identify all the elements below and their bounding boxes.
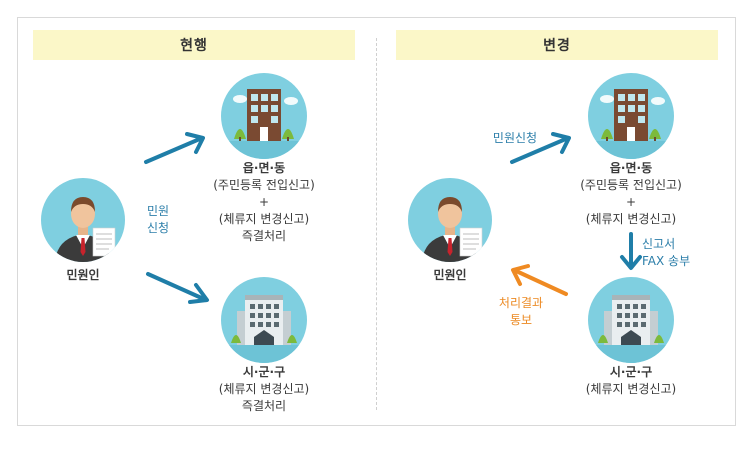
arrow-result-to-citizen (512, 268, 568, 296)
left-citizen-label: 민원인 (66, 268, 100, 282)
arrow-to-si-gun-gu (146, 272, 208, 302)
si-gun-gu-building-icon (221, 277, 307, 363)
left-bottom-office-name: 시·군·구 (242, 365, 286, 379)
panel-divider (376, 38, 377, 410)
left-top-office-name: 읍·면·동 (242, 161, 286, 175)
result-notice-label: 처리결과 통보 (498, 296, 544, 327)
citizen-person-icon (41, 178, 125, 262)
left-bottom-office-text: 시·군·구 (체류지 변경신고) 즉결처리 (218, 365, 310, 413)
si-gun-gu-building-icon-right (588, 277, 674, 363)
arrow-head-si-gun-gu (188, 283, 209, 304)
right-bottom-office-name: 시·군·구 (609, 365, 653, 379)
right-top-office-name: 읍·면·동 (609, 161, 653, 175)
arrow-head-eup-myeon-dong (185, 132, 205, 154)
right-bottom-office-text: 시·군·구 (체류지 변경신고) (585, 365, 677, 396)
eup-myeon-dong-building-icon (221, 73, 307, 159)
right-panel-title: 변경 (396, 30, 718, 60)
arrow-request-to-eup-myeon-dong (510, 136, 570, 164)
arrow-head-request (551, 132, 571, 154)
left-panel-title: 현행 (33, 30, 355, 60)
right-top-office-text: 읍·면·동 (주민등록 전입신고) + (체류지 변경신고) (580, 161, 682, 226)
arrow-head-fax (620, 255, 642, 270)
right-request-label: 민원신청 (492, 131, 538, 145)
citizen-person-icon-right (408, 178, 492, 262)
left-request-label: 민원 신청 (146, 204, 170, 235)
right-citizen-label: 민원인 (433, 268, 467, 282)
left-top-office-text: 읍·면·동 (주민등록 전입신고) + (체류지 변경신고) 즉결처리 (213, 161, 315, 243)
arrow-head-result (511, 264, 530, 286)
arrow-to-eup-myeon-dong (144, 136, 204, 164)
fax-send-label: 신고서 FAX 송부 (642, 237, 691, 268)
eup-myeon-dong-building-icon-right (588, 73, 674, 159)
